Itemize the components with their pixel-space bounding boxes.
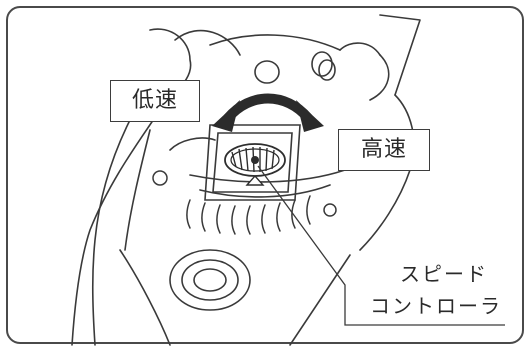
direction-arrow-icon <box>212 93 324 132</box>
vent-slots <box>186 195 311 235</box>
high-speed-label: 高速 <box>338 129 430 171</box>
base-plate <box>169 249 251 311</box>
tool-body <box>71 14 421 346</box>
side-screws <box>152 170 337 217</box>
low-speed-text: 低速 <box>131 88 178 113</box>
low-speed-label: 低速 <box>110 80 200 122</box>
high-speed-text: 高速 <box>360 137 407 162</box>
callout-line2: コントローラ <box>370 294 502 318</box>
callout-leader <box>257 165 505 326</box>
top-holes <box>254 51 336 84</box>
speed-controller-dial[interactable] <box>224 143 286 186</box>
callout-line1: スピード <box>400 262 488 286</box>
dial-housing <box>204 124 301 201</box>
